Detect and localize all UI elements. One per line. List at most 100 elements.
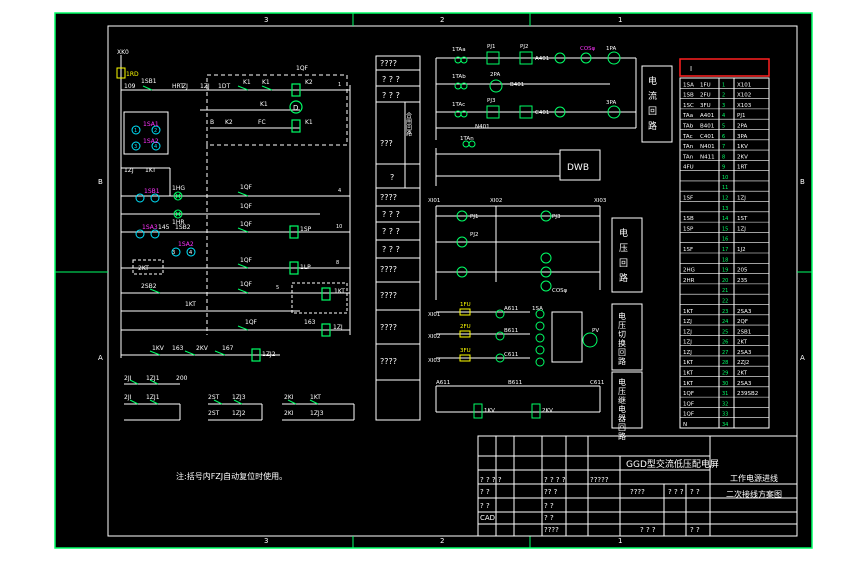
- pa3: 3PA: [606, 100, 616, 106]
- meter-pj3: PJ3: [552, 214, 561, 220]
- terminal-cell: 1FU: [700, 82, 711, 88]
- zone-right-b: B: [800, 178, 805, 186]
- voltage-circuit: [435, 205, 601, 413]
- terminal-cell: 1SA: [683, 82, 694, 88]
- terminal-cell: 239SB2: [737, 391, 758, 397]
- terminal-cell: N401: [700, 144, 715, 150]
- label-109: 109: [124, 83, 136, 90]
- coils: [251, 83, 331, 362]
- d-motor-label: D: [293, 104, 298, 112]
- ft-0: ????: [380, 59, 397, 68]
- title-sub1: 工作电源进线: [730, 473, 778, 483]
- terminal-cell: TAn: [682, 144, 694, 150]
- label-163b: 163: [172, 345, 184, 352]
- terminal-row-number: 25: [722, 329, 728, 335]
- zone-ticks: [55, 13, 812, 548]
- sb-3b: 1ZJ3: [232, 394, 246, 401]
- terminal-cell: 2SA3: [737, 309, 752, 315]
- switch-1sa: 1SA: [532, 306, 543, 312]
- terminal-cell: 2HR: [683, 278, 695, 284]
- small-contact-blocks: 2JI 1ZJ1 200 2JI 1ZJ1 2ST 1ZJ3 2ST 1ZJ2 …: [124, 375, 355, 421]
- node-5: 5: [276, 285, 279, 291]
- terminal-cell: 2ZJ2: [737, 360, 749, 366]
- terminal-cell: TAb: [682, 123, 694, 129]
- phase-c: C611: [504, 352, 518, 358]
- terminal-cell: 1RT: [737, 165, 748, 171]
- voltmeter-pv: PV: [592, 328, 599, 334]
- label-2sb2: 2SB2: [141, 283, 157, 290]
- terminal-cell: 2SB1: [737, 329, 751, 335]
- ft-mid: 合闸回路: [405, 111, 412, 137]
- tb-9: ? ?: [544, 502, 554, 510]
- sb-1b: 1ZJ1: [146, 375, 160, 382]
- terminal-row-number: 26: [722, 340, 728, 346]
- b401: B401: [510, 82, 524, 88]
- tb-10: ? ?: [544, 514, 554, 522]
- zone-bottom-3: 3: [264, 537, 268, 545]
- terminal-cell: 3FU: [700, 103, 711, 109]
- xi02-b: XI02: [428, 334, 440, 340]
- label-rd: 1RD: [126, 71, 139, 78]
- terminal-cell: X101: [737, 82, 751, 88]
- terminal-cell: 1ZJ: [683, 319, 692, 325]
- zone-left-a: A: [98, 354, 103, 362]
- ta-a: 1TAa: [452, 47, 466, 53]
- ft-5: ????: [380, 193, 397, 202]
- terminal-cell: 1KV: [737, 144, 748, 150]
- pj2: PJ2: [520, 44, 528, 50]
- title-block-text: GGD型交流低压配电屏 工作电源进线 二次接线方案图 ???? ? ? ? ? …: [480, 458, 782, 534]
- bus-xi01: XI01: [428, 198, 440, 204]
- terminal-cell: 1SB: [683, 216, 694, 222]
- ft-12: ????: [380, 357, 397, 366]
- ta-n: 1TAn: [460, 136, 474, 142]
- tb-12: ? ?: [690, 488, 700, 496]
- terminal-row-number: 1: [722, 82, 725, 88]
- terminal-row-number: 10: [722, 175, 728, 181]
- voltage-labels: XI01 XI02 XI03 PJ1 PJ2 PJ3 COSφ 1FU 2FU …: [428, 198, 607, 414]
- terminal-cell: 235: [737, 278, 748, 284]
- terminal-row-number: 30: [722, 381, 728, 387]
- terminal-cell: B401: [700, 123, 714, 129]
- terminal-cell: 1QF: [683, 401, 694, 407]
- label-1sp: 1SP: [300, 226, 312, 233]
- ft-1: ? ? ?: [382, 75, 400, 84]
- label-hrt: HRT: [172, 83, 184, 90]
- tb-2: ? ? ? ?: [480, 476, 502, 484]
- node-4: 4: [338, 188, 341, 194]
- terminal-row-number: 8: [722, 154, 725, 160]
- sb-4b: 1ZJ2: [232, 410, 246, 417]
- terminal-row-number: 20: [722, 278, 728, 284]
- label-node-1: 1: [134, 128, 137, 134]
- terminal-cell: 1SF: [683, 196, 693, 202]
- bus-xi02: XI02: [490, 198, 502, 204]
- sheet-border-outer: [54, 12, 813, 549]
- sb-2a: 2JI: [124, 394, 132, 401]
- ft-9: ????: [380, 265, 397, 274]
- label-k1c: K1: [260, 101, 268, 108]
- label-1lp: 1LP: [300, 264, 311, 271]
- terminal-row-number: 31: [722, 391, 728, 397]
- label-1qf-box: 1QF: [296, 65, 309, 72]
- label-1sb2: 1SB2: [175, 224, 191, 231]
- label-1sa2: 1SA2: [143, 138, 159, 145]
- pa2: 2PA: [490, 72, 500, 78]
- terminal-cell: PJ1: [737, 113, 745, 119]
- cos-phi: COSφ: [580, 46, 596, 52]
- terminal-cell: X102: [737, 93, 751, 99]
- ft-6: ? ? ?: [382, 210, 400, 219]
- sheet-border-inner: [107, 25, 798, 537]
- zone-top-2: 2: [440, 16, 444, 24]
- ft-2: ? ? ?: [382, 91, 400, 100]
- label-1qf-c: 1QF: [240, 221, 253, 228]
- label-167: 167: [222, 345, 234, 352]
- terminal-cell: 205: [737, 268, 748, 274]
- zone-bottom-2: 2: [440, 537, 444, 545]
- terminal-cell: 1QF: [683, 412, 694, 418]
- terminal-cell: A401: [700, 113, 714, 119]
- terminal-row-number: 2: [722, 93, 725, 99]
- ft-10: ????: [380, 291, 397, 300]
- voltmeter-box: [551, 311, 583, 363]
- terminal-row-number: 12: [722, 196, 728, 202]
- terminal-cell: 1KT: [683, 371, 694, 377]
